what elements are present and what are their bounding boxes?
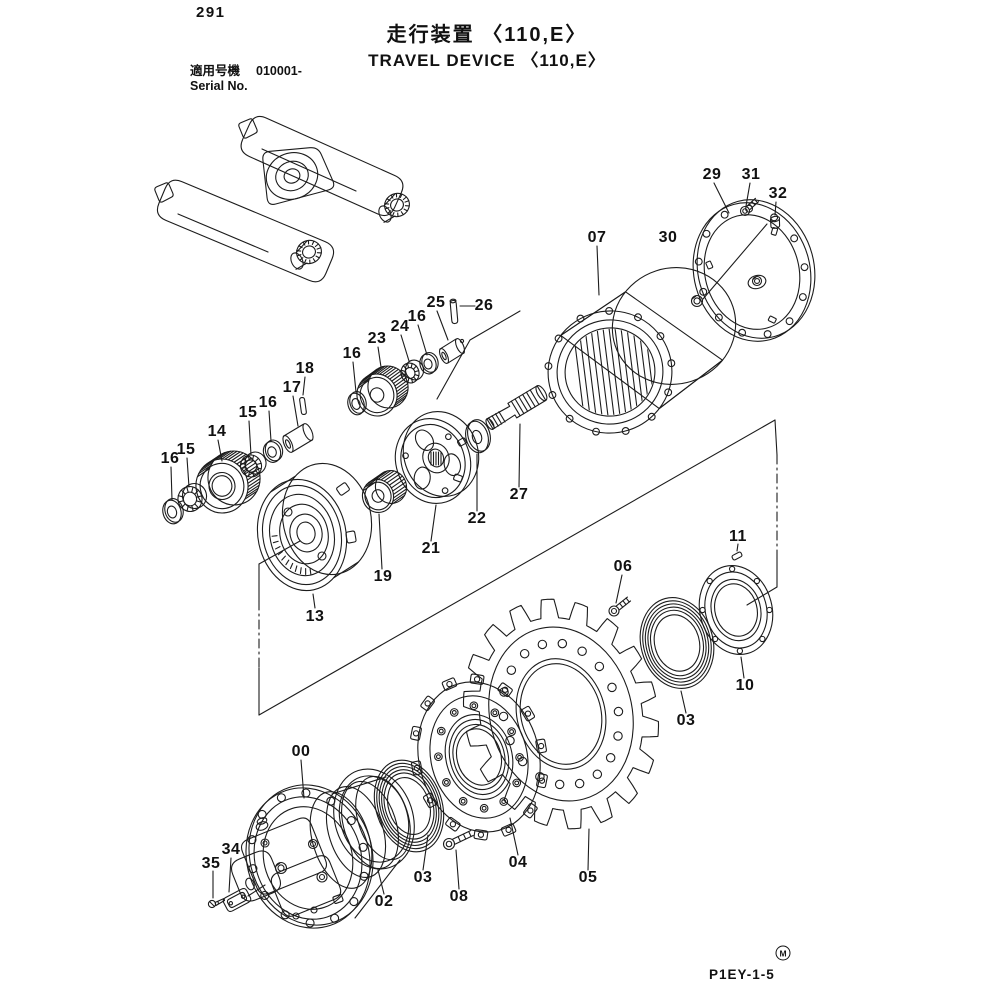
part-19-sun-gear	[361, 469, 408, 514]
part-10-flange	[698, 564, 774, 656]
callout-07: 07	[587, 229, 607, 246]
callout-16-2: 16	[342, 345, 362, 362]
part-08-bolt	[442, 829, 474, 851]
callout-17: 17	[282, 379, 302, 396]
serial-value: 010001-	[256, 64, 302, 78]
section-lines	[258, 310, 778, 716]
callout-02: 02	[374, 893, 394, 910]
callout-16-3: 16	[258, 394, 278, 411]
callout-29: 29	[702, 166, 722, 183]
part-35-screw	[207, 897, 226, 909]
callout-25: 25	[426, 294, 446, 311]
callout-30: 30	[658, 229, 678, 246]
part-32-plug	[769, 215, 781, 229]
part-02-ring	[333, 768, 415, 870]
part-34-plate	[222, 887, 252, 913]
callout-27: 27	[509, 486, 529, 503]
part-17-sleeve	[282, 423, 314, 453]
part-21-carrier	[394, 410, 480, 505]
part-05-sprocket	[462, 598, 660, 830]
callout-16-4: 16	[160, 450, 180, 467]
part-03r-seal	[639, 597, 715, 689]
callout-26: 26	[474, 297, 494, 314]
callout-03-1: 03	[676, 712, 696, 729]
callout-15-2: 15	[176, 441, 196, 458]
part-31-bolt	[739, 197, 760, 217]
callout-22: 22	[467, 510, 487, 527]
serial-line-jp: 適用号機 010001-	[190, 64, 302, 79]
part-23-gear	[356, 365, 409, 417]
callout-10: 10	[735, 677, 755, 694]
callout-32: 32	[768, 185, 788, 202]
part-06-bolt	[608, 596, 632, 617]
callout-34: 34	[221, 841, 241, 858]
callout-03-2: 03	[413, 869, 433, 886]
callout-19: 19	[373, 568, 393, 585]
part-03l-seal	[373, 759, 445, 853]
serial-label-en: Serial No.	[190, 79, 248, 93]
part-22-washer	[465, 419, 491, 454]
callout-18: 18	[295, 360, 315, 377]
part-11-pin	[731, 551, 743, 561]
callout-14: 14	[207, 423, 227, 440]
part-16c-washer	[262, 439, 284, 463]
part-18-pin	[299, 397, 307, 415]
part-27-shaft	[485, 385, 548, 430]
callout-04: 04	[508, 854, 528, 871]
part-25-bushing	[438, 338, 466, 364]
part-04-hub	[410, 673, 548, 841]
drawing-code: P1EY-1-5	[709, 967, 775, 982]
part-16d-washer	[162, 498, 184, 525]
part-14-gear	[195, 450, 261, 514]
part-13-carrier	[256, 462, 373, 592]
callout-06: 06	[613, 558, 633, 575]
callout-11: 11	[729, 528, 747, 545]
callout-00: 00	[291, 743, 311, 760]
callout-24: 24	[390, 318, 410, 335]
serial-block: 適用号機 010001- Serial No.	[190, 64, 302, 94]
title-japanese: 走行装置 〈110,E〉	[386, 24, 588, 46]
part-30-nut	[690, 223, 768, 308]
serial-label-jp: 適用号機	[190, 64, 241, 78]
callout-08: 08	[449, 888, 469, 905]
leader-lines	[170, 182, 777, 899]
page-number: 291	[196, 4, 226, 21]
part-00-motor	[230, 775, 411, 929]
callout-16-1: 16	[407, 308, 427, 325]
callout-05: 05	[578, 869, 598, 886]
track-frame-locator	[154, 115, 410, 283]
part-29-cover	[692, 199, 816, 342]
m-mark-icon: M	[775, 945, 791, 961]
callout-15-1: 15	[238, 404, 258, 421]
part-26-pin	[449, 298, 459, 325]
title-english: TRAVEL DEVICE 〈110,E〉	[368, 51, 606, 70]
callout-21: 21	[421, 540, 441, 557]
callout-35: 35	[201, 855, 221, 872]
part-16b-washer	[347, 391, 367, 416]
callout-23: 23	[367, 330, 387, 347]
callout-31: 31	[741, 166, 761, 183]
part-15b-bearing	[177, 482, 208, 513]
callout-13: 13	[305, 608, 325, 625]
